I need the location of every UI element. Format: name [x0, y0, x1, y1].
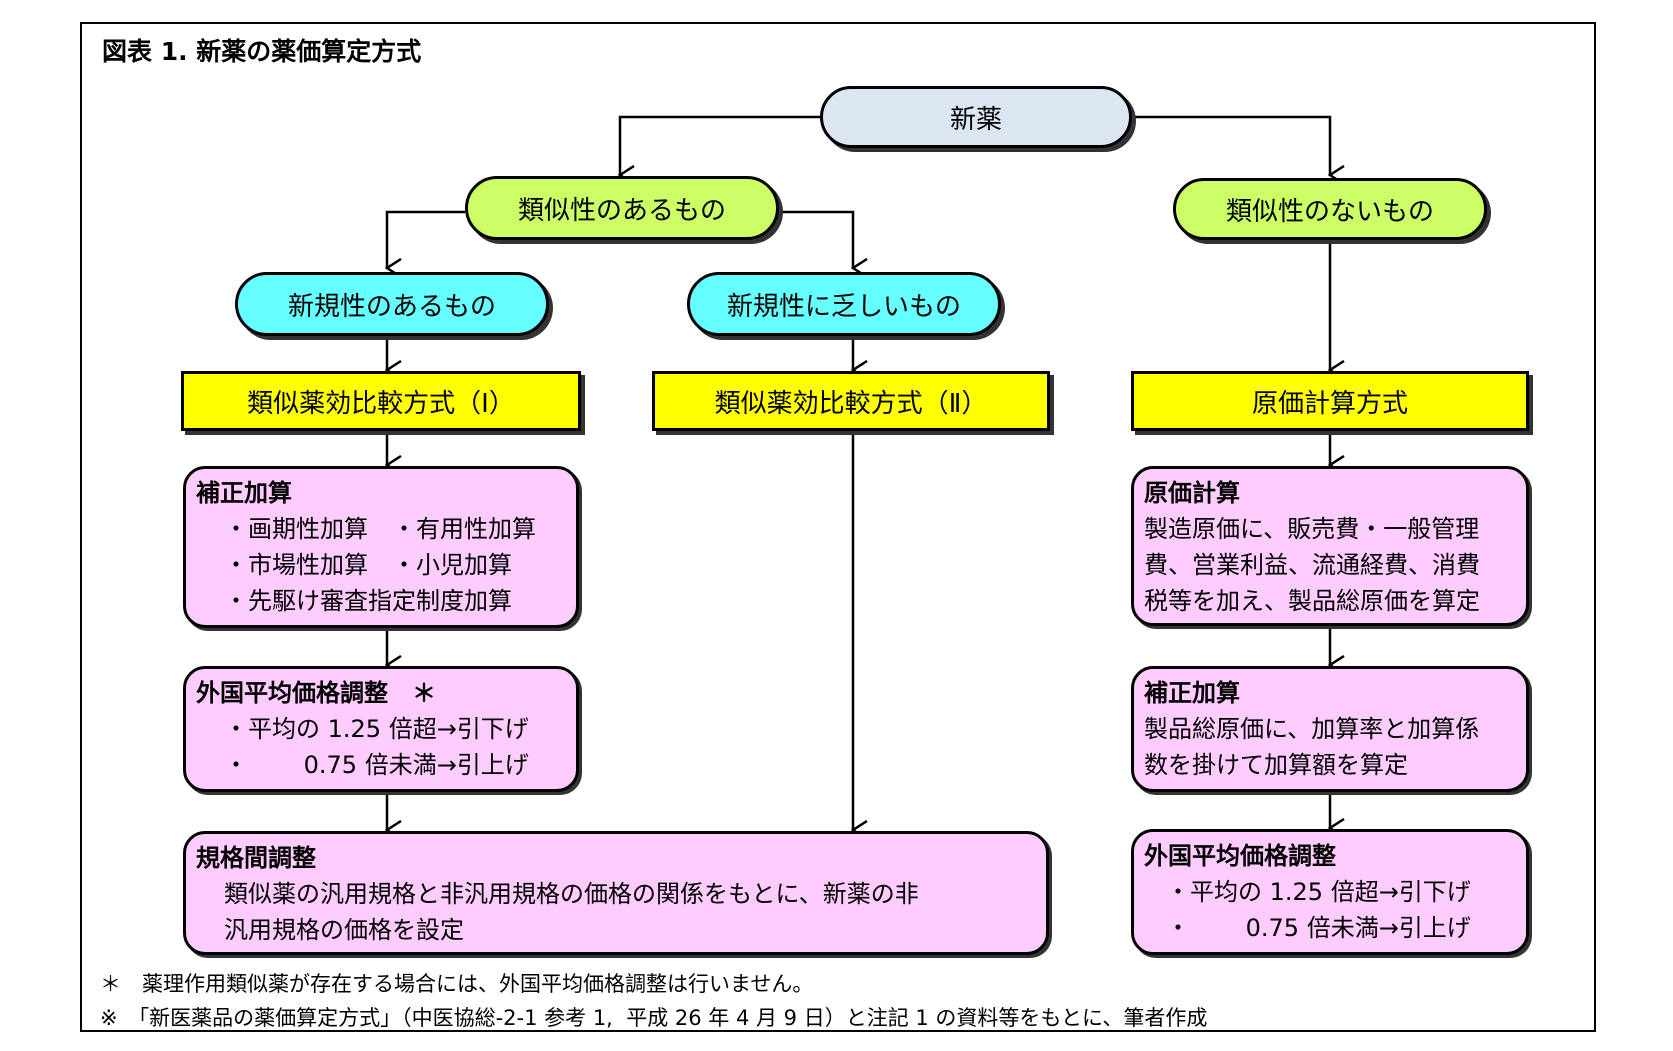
node-similar: 類似性のあるもの — [465, 176, 779, 240]
arrow-similar-to-low-novelty — [778, 210, 853, 268]
figure-title: 図表 1. 新薬の薬価算定方式 — [102, 37, 422, 66]
box-line: ・市場性加算 ・小児加算 — [224, 551, 512, 579]
box-line: 製造原価に、販売費・一般管理 — [1144, 515, 1480, 543]
box-line: ・平均の 1.25 倍超→引下げ — [224, 715, 529, 743]
box-spec-adjustment: 規格間調整 類似薬の汎用規格と非汎用規格の価格の関係をもとに、新薬の非 汎用規格… — [183, 831, 1049, 955]
box-line: ・画期性加算 ・有用性加算 — [224, 515, 536, 543]
box-foreign-1: 外国平均価格調整 ＊ ・平均の 1.25 倍超→引下げ ・ 0.75 倍未満→引… — [183, 666, 579, 792]
box-line: ・平均の 1.25 倍超→引下げ — [1166, 878, 1471, 906]
arrow-new-to-similar — [620, 115, 820, 175]
node-method1: 類似薬効比較方式（Ⅰ） — [181, 371, 581, 431]
arrow-new-to-not-similar — [1130, 115, 1330, 175]
node-low-novelty: 新規性に乏しいもの — [687, 272, 1001, 336]
box-correction-2: 補正加算 製品総原価に、加算率と加算係 数を掛けて加算額を算定 — [1131, 666, 1529, 792]
box-heading: 原価計算 — [1144, 479, 1240, 507]
box-line: 費、営業利益、流通経費、消費 — [1144, 551, 1480, 579]
box-cost-calc: 原価計算 製造原価に、販売費・一般管理 費、営業利益、流通経費、消費 税等を加え… — [1131, 466, 1529, 626]
box-correction-1: 補正加算 ・画期性加算 ・有用性加算 ・市場性加算 ・小児加算 ・先駆け審査指定… — [183, 466, 579, 628]
box-heading: 補正加算 — [1144, 679, 1240, 707]
box-line: 数を掛けて加算額を算定 — [1144, 751, 1408, 779]
box-line: ・先駆け審査指定制度加算 — [224, 587, 512, 615]
box-line: 類似薬の汎用規格と非汎用規格の価格の関係をもとに、新薬の非 — [224, 880, 919, 908]
box-line: ・ 0.75 倍未満→引上げ — [224, 751, 529, 779]
node-cost-method: 原価計算方式 — [1131, 371, 1529, 431]
box-heading: 外国平均価格調整 — [1144, 842, 1336, 870]
box-foreign-2: 外国平均価格調整 ・平均の 1.25 倍超→引下げ ・ 0.75 倍未満→引上げ — [1131, 829, 1529, 955]
arrow-similar-to-novel — [387, 210, 465, 268]
footnote-asterisk: ＊ 薬理作用類似薬が存在する場合には、外国平均価格調整は行いません。 — [100, 972, 814, 996]
box-line: 製品総原価に、加算率と加算係 — [1144, 715, 1480, 743]
node-not-similar: 類似性のないもの — [1173, 178, 1487, 240]
box-line: ・ 0.75 倍未満→引上げ — [1166, 914, 1471, 942]
footnote-source: ※ 「新医薬品の薬価算定方式」（中医協総-2-1 参考 1, 平成 26 年 4… — [100, 1006, 1208, 1030]
box-heading: 補正加算 — [196, 479, 292, 507]
node-new-drug: 新薬 — [820, 86, 1132, 148]
box-line: 汎用規格の価格を設定 — [224, 916, 464, 944]
node-method2: 類似薬効比較方式（Ⅱ） — [652, 371, 1050, 431]
box-line: 税等を加え、製品総原価を算定 — [1144, 587, 1480, 615]
figure-frame — [80, 22, 1596, 1032]
box-heading: 外国平均価格調整 ＊ — [196, 679, 436, 707]
node-novel: 新規性のあるもの — [235, 272, 549, 336]
box-heading: 規格間調整 — [196, 844, 316, 872]
